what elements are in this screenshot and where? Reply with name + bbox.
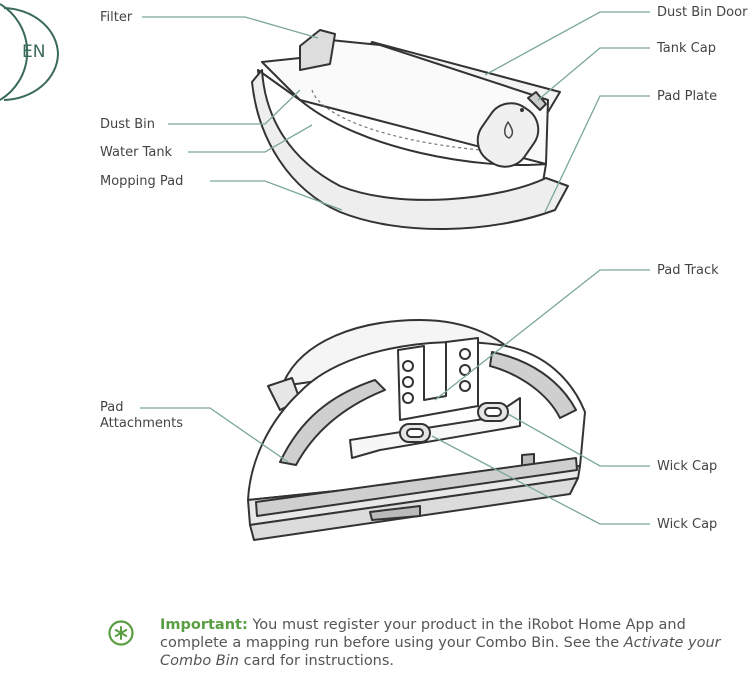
- leader-pad-plate: [544, 95, 650, 213]
- label-tank-cap: Tank Cap: [657, 41, 716, 56]
- important-note: Important: You must register your produc…: [160, 616, 750, 670]
- note-text-2: card for instructions.: [238, 653, 395, 669]
- label-pad-plate: Pad Plate: [657, 89, 718, 104]
- language-tab[interactable]: EN: [22, 42, 46, 62]
- pad-plate-illustration: [247, 319, 586, 541]
- language-tab-arc: [0, 3, 29, 101]
- label-pad-attachments-line2: Attachments: [100, 416, 183, 431]
- leader-filter: [142, 16, 319, 39]
- leader-tank-cap: [537, 47, 650, 101]
- leader-mopping-pad: [210, 180, 343, 211]
- label-filter: Filter: [100, 10, 133, 25]
- important-label: Important:: [160, 617, 248, 633]
- leader-lines: [140, 11, 650, 525]
- label-dust-bin-door: Dust Bin Door: [657, 5, 748, 20]
- note-card-name: Activate your Combo Bin: [160, 635, 721, 669]
- label-pad-attachments-line1: Pad: [100, 400, 124, 415]
- label-dust-bin: Dust Bin: [100, 117, 156, 132]
- leader-pad-track: [434, 269, 650, 401]
- label-wick-cap-1: Wick Cap: [657, 459, 718, 474]
- language-tab-arc-outer: [3, 7, 60, 101]
- label-water-tank: Water Tank: [100, 145, 173, 160]
- asterisk-circle-icon: [108, 620, 134, 646]
- note-text-1: You must register your product in the iR…: [160, 617, 686, 651]
- leader-dust-bin-door: [484, 11, 650, 76]
- label-mopping-pad: Mopping Pad: [100, 174, 184, 189]
- label-wick-cap-2: Wick Cap: [657, 517, 718, 532]
- leader-water-tank: [188, 124, 313, 153]
- leader-dust-bin: [168, 89, 301, 125]
- label-pad-track: Pad Track: [657, 263, 719, 278]
- combo-bin-illustration: [251, 29, 569, 231]
- leader-wick-cap-1: [507, 413, 650, 467]
- leader-wick-cap-2: [431, 435, 650, 525]
- leader-pad-attachments: [140, 407, 289, 463]
